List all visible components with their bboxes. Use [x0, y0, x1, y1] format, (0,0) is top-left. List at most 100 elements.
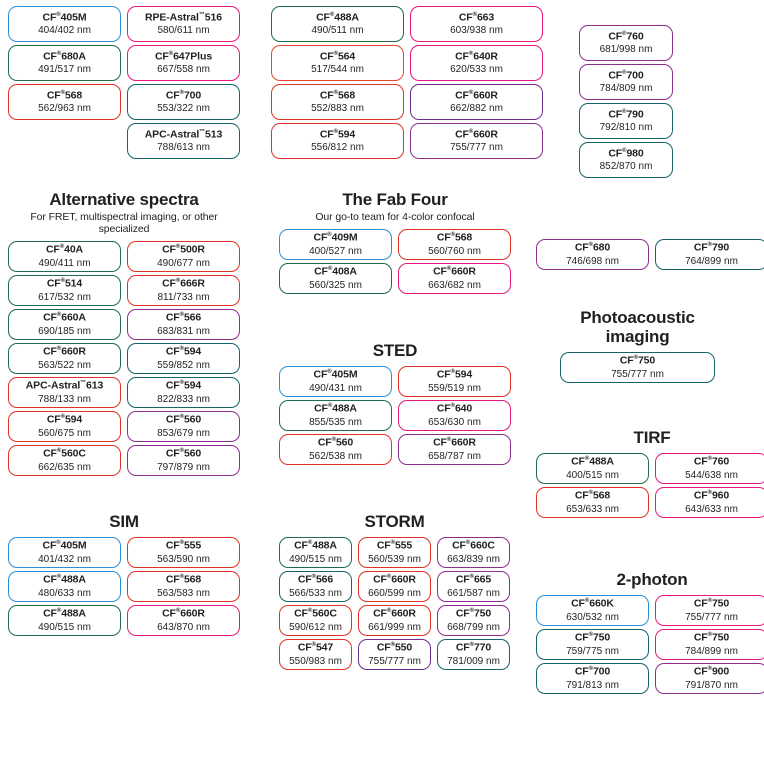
dye-name-number: 568 [183, 573, 202, 586]
dye-wavelength: 553/322 nm [157, 103, 210, 115]
dye-wavelength: 643/870 nm [157, 621, 210, 633]
dye-name-base: CF [436, 402, 451, 415]
dye-name: CF®566 [130, 312, 237, 324]
dye-name-number: 640 [454, 402, 473, 415]
dye-name: CF®564 [274, 50, 401, 63]
dye-name: APC-Astral™513 [130, 128, 237, 141]
section-title: STED [372, 341, 418, 360]
trademark-symbol: ® [707, 242, 712, 249]
dye-name-base: CF [294, 539, 308, 552]
trademark-symbol: ® [622, 30, 627, 37]
dye-name-base: CF [162, 277, 176, 290]
dye-name-number: 613 [86, 379, 104, 392]
dye-name-base: CF [455, 128, 469, 141]
dye-name-base: APC-Astral [25, 379, 81, 392]
section-heading-two-photon: 2-photon [536, 570, 764, 589]
dye-name: CF®594 [130, 380, 237, 392]
trademark-symbol: ® [446, 437, 452, 444]
dye-wavelength: 552/883 nm [311, 103, 364, 115]
dye-name-number: 594 [183, 345, 202, 358]
dye-name: CF®555 [130, 540, 237, 552]
